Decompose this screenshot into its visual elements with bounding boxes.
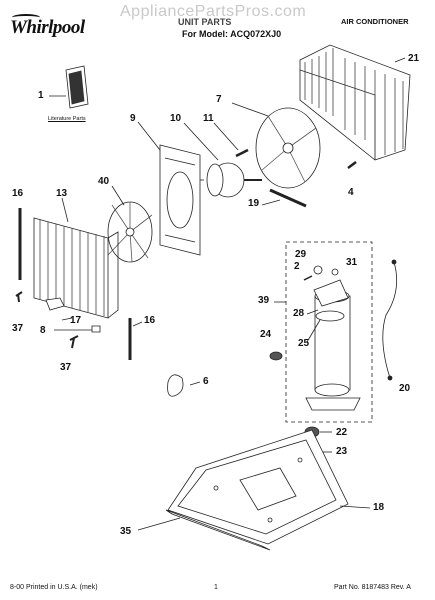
screw-11	[235, 148, 249, 158]
screw-37b	[69, 335, 79, 349]
bolt-19	[269, 188, 307, 208]
literature-label: Literature Parts	[48, 116, 86, 122]
callout-16b: 16	[144, 315, 156, 326]
leader-25	[306, 319, 321, 343]
callout-20: 20	[399, 383, 411, 394]
leader-6	[189, 381, 201, 386]
evaporator-coil	[33, 217, 119, 319]
footer-printed: 8-00 Printed in U.S.A. (mek)	[10, 584, 98, 591]
callout-18: 18	[373, 502, 385, 513]
callout-1: 1	[38, 90, 44, 101]
logo-swoosh	[12, 14, 40, 21]
callout-13: 13	[56, 188, 68, 199]
leader-10	[183, 122, 219, 161]
callout-37b: 37	[60, 362, 72, 373]
base-pan	[167, 429, 349, 545]
condenser-fan-blade	[255, 107, 321, 189]
bracket-17	[45, 297, 65, 311]
literature-booklet	[65, 65, 89, 109]
callout-16a: 16	[12, 188, 24, 199]
leader-19	[261, 199, 281, 206]
leader-35	[137, 517, 181, 531]
callout-24: 24	[260, 329, 272, 340]
leader-11	[213, 122, 239, 151]
compressor	[305, 289, 361, 411]
callout-22: 22	[336, 427, 348, 438]
callout-29: 29	[295, 249, 307, 260]
gasket-35	[165, 509, 271, 551]
callout-19: 19	[248, 198, 260, 209]
footer-page-number: 1	[214, 584, 218, 591]
watermark: AppliancePartsPros.com	[120, 3, 307, 20]
callout-21: 21	[408, 53, 420, 64]
callout-9: 9	[130, 113, 136, 124]
leader-9	[137, 121, 161, 151]
compressor-group-box	[285, 241, 373, 423]
brand-logo: Whirlpool	[10, 17, 85, 38]
leader-18	[339, 505, 371, 509]
callout-35: 35	[120, 526, 132, 537]
product-type: AIR CONDITIONER	[341, 17, 409, 26]
leader-16b	[132, 321, 143, 327]
callout-23: 23	[336, 446, 348, 457]
callout-10: 10	[170, 113, 182, 124]
callout-31: 31	[346, 257, 358, 268]
fan-shroud	[159, 144, 201, 256]
callout-28: 28	[293, 308, 305, 319]
screw-4	[347, 161, 357, 169]
leader-17	[61, 317, 73, 321]
leader-7	[231, 102, 269, 117]
terminal-cover	[303, 265, 349, 322]
callout-7: 7	[216, 94, 222, 105]
callout-8: 8	[40, 325, 46, 336]
callout-39: 39	[258, 295, 270, 306]
wire-tie-6	[167, 374, 184, 397]
clip-8	[91, 325, 101, 333]
evaporator-fan-blade	[107, 201, 153, 263]
callout-25: 25	[298, 338, 310, 349]
leader-13	[61, 197, 69, 223]
page-title: UNIT PARTS	[178, 17, 232, 27]
callout-37a: 37	[12, 323, 24, 334]
footer-part-number: Part No. 8187483 Rev. A	[334, 584, 411, 591]
callout-40: 40	[98, 176, 110, 187]
callout-6: 6	[203, 376, 209, 387]
fan-motor	[190, 162, 262, 198]
leader-40	[111, 185, 125, 206]
model-line: For Model: ACQ072XJ0	[182, 29, 282, 39]
screw-37a	[15, 291, 23, 303]
leader-28	[306, 309, 319, 315]
leader-21	[394, 57, 406, 63]
callout-4: 4	[348, 187, 354, 198]
cabinet-wrapper	[299, 44, 411, 161]
callout-2: 2	[294, 261, 300, 272]
callout-11: 11	[203, 113, 214, 124]
wire-harness-20	[382, 261, 398, 379]
grommet-24	[269, 351, 283, 361]
callout-17: 17	[70, 315, 82, 326]
